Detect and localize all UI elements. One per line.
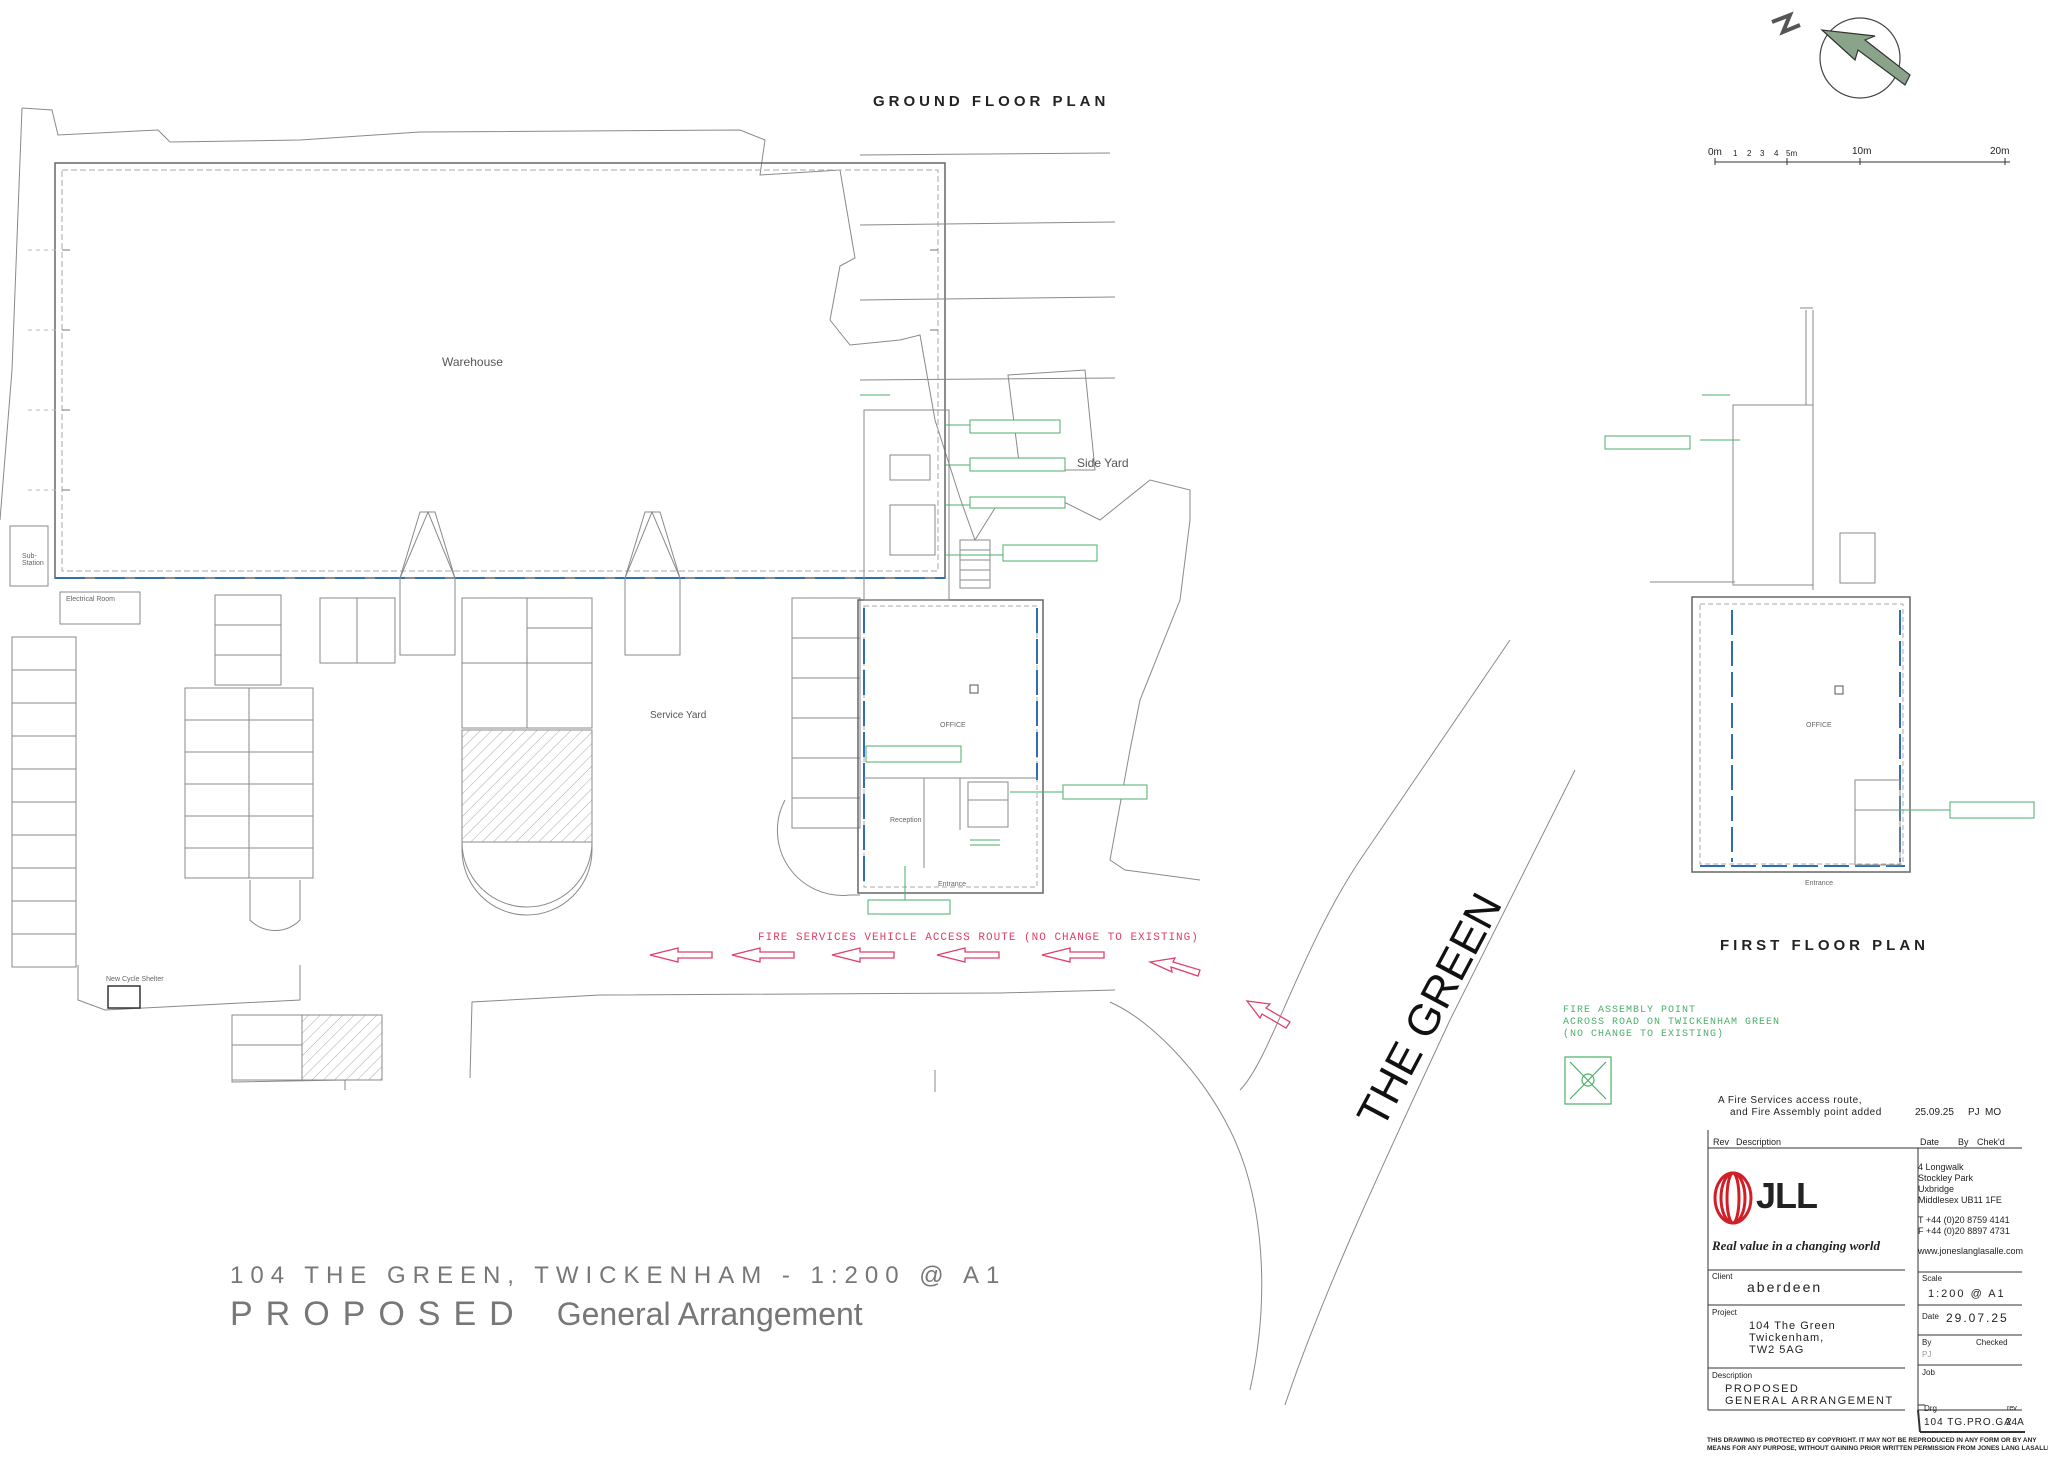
date-field-label: Date xyxy=(1922,1312,1939,1321)
copyright-line1: THIS DRAWING IS PROTECTED BY COPYRIGHT. … xyxy=(1707,1437,2037,1444)
drawing-title-proposed: PROPOSED xyxy=(230,1295,527,1333)
project-label: Project xyxy=(1712,1308,1737,1317)
description-label: Description xyxy=(1712,1371,1753,1380)
project-line1: 104 The Green xyxy=(1749,1320,1836,1332)
company-address-2: Stockley Park xyxy=(1918,1173,1974,1183)
fire-assembly-line3: (NO CHANGE TO EXISTING) xyxy=(1563,1029,1725,1040)
company-address-1: 4 Longwalk xyxy=(1918,1162,1964,1172)
service-yard-label: Service Yard xyxy=(650,710,707,721)
client-label: Client xyxy=(1712,1272,1733,1281)
electrical-room-label: Electrical Room xyxy=(66,596,116,603)
drawing-title-line2: PROPOSED General Arrangement xyxy=(230,1295,863,1334)
drawing-title-line1: 104 THE GREEN, TWICKENHAM - 1:200 @ A1 xyxy=(230,1262,1007,1289)
revision-by: PJ xyxy=(1968,1107,1980,1118)
project-line3: TW2 5AG xyxy=(1749,1344,1805,1356)
warehouse-outline xyxy=(54,162,946,579)
revision-text-2: and Fire Assembly point added xyxy=(1730,1107,1882,1118)
site-boundary xyxy=(21,107,1201,881)
dwg-field-value: 104 TG.PRO.GA xyxy=(1924,1417,2012,1428)
cycle-shelter-label: New Cycle Shelter xyxy=(106,976,164,983)
job-field-label: Job xyxy=(1922,1368,1935,1377)
copyright-line2: MEANS FOR ANY PURPOSE, WITHOUT GAINING P… xyxy=(1707,1445,2048,1452)
project-line2: Twickenham, xyxy=(1749,1332,1825,1344)
warehouse-label: Warehouse xyxy=(442,355,503,369)
fire-route-label: FIRE SERVICES VEHICLE ACCESS ROUTE (NO C… xyxy=(758,932,1199,944)
office-label-first: OFFICE xyxy=(1806,722,1832,729)
revision-text-1: A Fire Services access route, xyxy=(1718,1095,1862,1106)
first-floor-heading: FIRST FLOOR PLAN xyxy=(1720,937,1929,954)
entrance-label-ground: Entrance xyxy=(938,881,967,888)
revision-date: 25.09.25 xyxy=(1915,1107,1954,1118)
company-fax: F +44 (0)20 8897 4731 xyxy=(1918,1226,2010,1236)
side-yard-label: Side Yard xyxy=(1077,456,1129,470)
revision-col-rev: Rev xyxy=(1713,1137,1730,1147)
scale-label-5m: 5m xyxy=(1786,149,1798,158)
client-value: aberdeen xyxy=(1747,1279,1823,1295)
jll-logo-text: JLL xyxy=(1756,1175,1818,1216)
scale-label-10m: 10m xyxy=(1852,146,1872,157)
scale-bar xyxy=(1714,158,2010,165)
description-line1: PROPOSED xyxy=(1725,1383,1800,1395)
revision-col-date: Date xyxy=(1920,1137,1940,1147)
north-arrow xyxy=(1771,11,1911,99)
company-phone: T +44 (0)20 8759 4141 xyxy=(1918,1215,2010,1225)
company-address-3: Uxbridge xyxy=(1918,1184,1955,1194)
revision-col-desc: Description xyxy=(1736,1137,1782,1147)
jll-tagline: Real value in a changing world xyxy=(1712,1238,1880,1253)
office-label-ground: OFFICE xyxy=(940,722,966,729)
scale-label-0m: 0m xyxy=(1708,147,1722,158)
checked-field-label: Checked xyxy=(1976,1338,2008,1347)
scale-field-value: 1:200 @ A1 xyxy=(1928,1288,2006,1300)
fire-assembly-line2: ACROSS ROAD ON TWICKENHAM GREEN xyxy=(1563,1017,1781,1028)
scale-label-3: 3 xyxy=(1760,149,1765,158)
scale-label-20m: 20m xyxy=(1990,146,2010,157)
company-web: www.joneslanglasalle.com xyxy=(1918,1246,2024,1256)
fire-assembly-line1: FIRE ASSEMBLY POINT xyxy=(1563,1005,1697,1016)
reception-label: Reception xyxy=(890,817,922,824)
dwg-field-label: Drg xyxy=(1924,1404,1937,1413)
jll-logo-mark xyxy=(1713,1171,1753,1225)
scale-label-4: 4 xyxy=(1774,149,1779,158)
sub-station-label: Sub- Station xyxy=(22,553,44,567)
assembly-point-symbol xyxy=(1564,1056,1612,1105)
scale-field-label: Scale xyxy=(1922,1274,1943,1283)
revision-col-by: By xyxy=(1958,1137,1969,1147)
date-field-value: 29.07.25 xyxy=(1946,1311,2009,1325)
scale-label-1: 1 xyxy=(1733,149,1738,158)
description-line2: GENERAL ARRANGEMENT xyxy=(1725,1395,1894,1407)
rev-field-value: 24A xyxy=(2006,1417,2024,1428)
entrance-label-first: Entrance xyxy=(1805,880,1834,887)
scale-label-2: 2 xyxy=(1747,149,1752,158)
company-address-4: Middlesex UB11 1FE xyxy=(1918,1195,2002,1205)
revision-col-chkd: Chek'd xyxy=(1977,1137,2005,1147)
rev-field-label: rev xyxy=(2007,1405,2017,1412)
fire-route-arrows xyxy=(649,947,1291,1029)
by-field-label: By xyxy=(1922,1338,1932,1347)
ground-floor-heading: GROUND FLOOR PLAN xyxy=(873,93,1110,110)
drawing-title-ga: General Arrangement xyxy=(556,1296,863,1332)
revision-chkd: MO xyxy=(1985,1107,2002,1118)
by-field-value: PJ xyxy=(1922,1350,1932,1359)
